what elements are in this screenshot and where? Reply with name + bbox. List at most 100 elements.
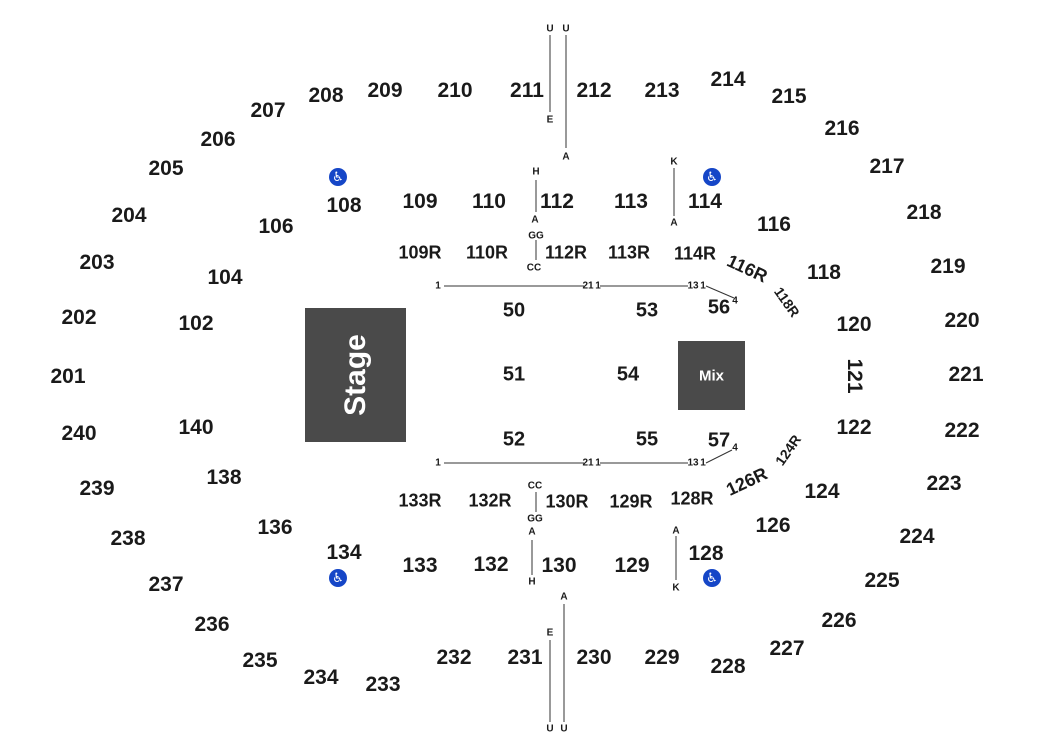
section-124[interactable]: 124 [804,480,840,503]
section-239[interactable]: 239 [79,477,115,500]
section-235[interactable]: 235 [242,649,278,672]
section-214[interactable]: 214 [710,68,746,91]
section-121[interactable]: 121 [843,358,866,394]
row-label: CC [526,262,542,274]
section-227[interactable]: 227 [769,637,805,660]
section-128R[interactable]: 128R [670,488,714,509]
section-129R[interactable]: 129R [609,491,653,512]
section-114[interactable]: 114 [688,190,722,213]
section-55[interactable]: 55 [635,428,659,451]
wheelchair-icon: ♿ [703,569,721,587]
section-210[interactable]: 210 [437,79,473,102]
section-216[interactable]: 216 [824,117,860,140]
section-120[interactable]: 120 [836,313,872,336]
section-52[interactable]: 52 [502,428,526,451]
section-222[interactable]: 222 [944,419,980,442]
section-204[interactable]: 204 [111,204,147,227]
section-132[interactable]: 132 [473,553,509,576]
section-230[interactable]: 230 [576,646,612,669]
section-221[interactable]: 221 [948,363,984,386]
section-208[interactable]: 208 [308,84,344,107]
section-232[interactable]: 232 [436,646,472,669]
section-112R[interactable]: 112R [544,242,588,263]
section-109R[interactable]: 109R [398,242,442,263]
section-57[interactable]: 57 [707,429,731,452]
mix-label: Mix [698,367,725,384]
row-label: U [560,723,568,735]
section-113[interactable]: 113 [614,190,648,213]
section-108[interactable]: 108 [326,194,362,217]
section-215[interactable]: 215 [771,85,807,108]
section-129[interactable]: 129 [614,554,650,577]
section-228[interactable]: 228 [710,655,746,678]
section-118[interactable]: 118 [807,261,841,284]
section-133R[interactable]: 133R [398,490,442,511]
section-219[interactable]: 219 [930,255,966,278]
section-203[interactable]: 203 [79,251,115,274]
section-238[interactable]: 238 [110,527,146,550]
row-label: GG [527,513,543,525]
section-224[interactable]: 224 [899,525,935,548]
section-218[interactable]: 218 [906,201,942,224]
section-126[interactable]: 126 [755,514,791,537]
section-231[interactable]: 231 [507,646,543,669]
section-202[interactable]: 202 [61,306,97,329]
section-220[interactable]: 220 [944,309,980,332]
section-207[interactable]: 207 [250,99,286,122]
row-label: 4 [732,442,738,454]
wheelchair-icon: ♿ [703,168,721,186]
section-133[interactable]: 133 [402,554,438,577]
section-104[interactable]: 104 [207,266,243,289]
section-201[interactable]: 201 [50,365,86,388]
section-109[interactable]: 109 [402,190,438,213]
section-237[interactable]: 237 [148,573,184,596]
section-122[interactable]: 122 [836,416,872,439]
section-136[interactable]: 136 [257,516,293,539]
section-138[interactable]: 138 [206,466,242,489]
section-112[interactable]: 112 [540,190,574,213]
section-54[interactable]: 54 [616,363,640,386]
section-114R[interactable]: 114R [673,243,717,264]
section-209[interactable]: 209 [367,79,403,102]
section-113R[interactable]: 113R [607,242,651,263]
section-223[interactable]: 223 [926,472,962,495]
section-128[interactable]: 128 [688,542,724,565]
section-236[interactable]: 236 [194,613,230,636]
section-213[interactable]: 213 [644,79,680,102]
row-label: U [562,23,570,35]
section-53[interactable]: 53 [635,299,659,322]
section-140[interactable]: 140 [178,416,214,439]
section-132R[interactable]: 132R [468,490,512,511]
section-51[interactable]: 51 [502,363,526,386]
section-130R[interactable]: 130R [545,491,589,512]
section-234[interactable]: 234 [303,666,339,689]
row-label: 21 [582,280,594,292]
row-label: 1 [595,457,601,469]
section-217[interactable]: 217 [869,155,905,178]
row-label: U [546,23,554,35]
section-110R[interactable]: 110R [465,242,509,263]
section-110[interactable]: 110 [472,190,506,213]
section-56[interactable]: 56 [707,296,731,319]
section-211[interactable]: 211 [510,79,544,102]
section-212[interactable]: 212 [576,79,612,102]
section-205[interactable]: 205 [148,157,184,180]
section-240[interactable]: 240 [61,422,97,445]
section-130[interactable]: 130 [541,554,577,577]
wheelchair-icon: ♿ [329,168,347,186]
row-label: 4 [732,295,738,307]
section-225[interactable]: 225 [864,569,900,592]
section-50[interactable]: 50 [502,299,526,322]
section-229[interactable]: 229 [644,646,680,669]
section-116[interactable]: 116 [757,213,791,236]
section-206[interactable]: 206 [200,128,236,151]
section-134[interactable]: 134 [326,541,362,564]
section-233[interactable]: 233 [365,673,401,696]
row-label: U [546,723,554,735]
section-102[interactable]: 102 [178,312,214,335]
section-226[interactable]: 226 [821,609,857,632]
section-106[interactable]: 106 [258,215,294,238]
row-label: CC [527,480,543,492]
row-label: 1 [700,280,706,292]
